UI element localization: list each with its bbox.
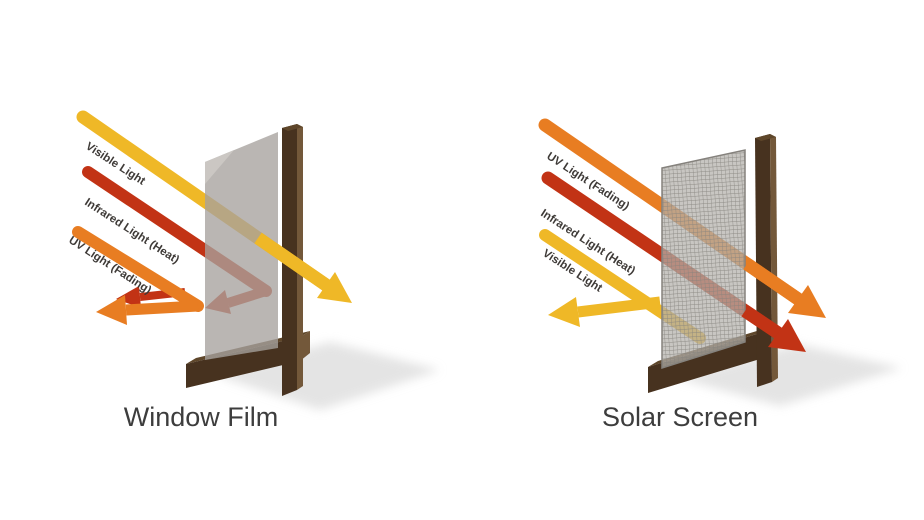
uv-light-arrow [72,226,204,325]
visible-light-reflected-arrow [548,296,661,327]
solar-screen-figure: UV Light (Fading) Infrared Light (Heat) … [538,118,902,406]
mesh-grid-texture [662,150,745,368]
uv-reflected-arrowhead [96,295,127,325]
sill-front-face [648,333,760,393]
infrared-reflected-arrowhead [116,286,141,308]
post-top-face [282,124,303,131]
visible-light-arrowhead [317,272,352,303]
solar-screen-caption: Solar Screen [601,402,759,432]
glass-panel [205,132,278,360]
visible-light-exit-arrow [254,232,352,303]
mesh-edge [661,149,746,370]
sill-front-face [186,337,300,388]
uv-light-exit-arrow [743,258,826,318]
window-frame-post [755,134,778,387]
film-peel-corner [205,150,234,184]
mesh-screen [661,149,746,370]
post-front-face [755,134,772,387]
infrared-arrowhead [768,319,806,352]
uv-light-arrowhead [788,285,826,318]
glass-pane [205,132,278,360]
floor-shadow [677,344,902,406]
visible-reflected-arrowhead [548,297,580,327]
post-top-face [755,134,776,141]
post-side-face [297,124,303,390]
window-film-caption: Window Film [123,402,279,432]
infrared-exit-arrow [741,305,806,352]
window-film-figure: Visible Light Infrared Light (Heat) UV L… [66,110,440,410]
post-side-face [770,134,778,382]
